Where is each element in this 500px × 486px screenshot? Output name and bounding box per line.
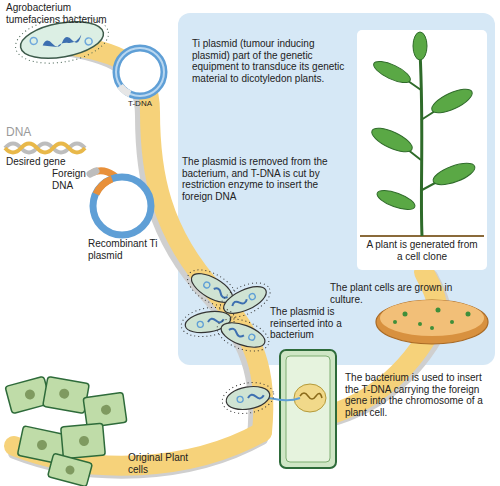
bacteria-cluster xyxy=(218,318,268,353)
ti-plasmid xyxy=(116,48,164,96)
bacteria-cluster xyxy=(248,333,256,341)
process-label: Ti plasmid (tumour inducing plasmid) par… xyxy=(192,38,352,84)
process-label: Desired gene xyxy=(6,156,86,168)
process-label: Recombinant Ti plasmid xyxy=(88,238,168,261)
bacteria-cluster xyxy=(179,262,275,357)
recombinant-plasmid xyxy=(93,177,151,235)
ti-plasmid xyxy=(120,86,130,94)
bacteria-cluster xyxy=(197,321,204,328)
blue-panel xyxy=(178,13,495,365)
infected-plant-cell xyxy=(286,356,330,462)
original-plant-cells xyxy=(83,392,127,427)
bacteria-cluster xyxy=(203,281,211,289)
petri-dish xyxy=(436,308,441,313)
agrobacterium xyxy=(30,37,38,45)
original-plant-cells xyxy=(48,453,93,486)
process-label: The plant cells are grown in culture. xyxy=(330,282,480,305)
plant-drawing xyxy=(360,235,484,237)
plant-box: A plant is generated from a cell clone xyxy=(357,30,487,270)
original-plant-cells xyxy=(43,377,90,414)
original-plant-cells xyxy=(58,388,70,400)
petri-dish xyxy=(376,300,488,344)
infected-plant-cell xyxy=(248,393,265,401)
process-label: Original Plant cells xyxy=(128,452,192,475)
process-label: Agrobacterium tumefaciens bacterium xyxy=(6,2,126,25)
petri-dish xyxy=(418,322,422,326)
bacteria-cluster xyxy=(248,293,256,301)
infected-plant-cell xyxy=(237,396,244,403)
infected-plant-cell xyxy=(220,350,336,468)
infected-plant-cell xyxy=(220,379,276,418)
bacteria-cluster xyxy=(228,328,245,338)
original-plant-cells xyxy=(83,392,127,427)
petri-dish xyxy=(466,312,471,317)
original-plant-cells xyxy=(61,423,106,459)
petri-dish xyxy=(380,300,484,336)
petri-dish xyxy=(393,320,397,324)
process-label: The plasmid is removed from the bacteriu… xyxy=(182,156,350,202)
agrobacterium xyxy=(85,37,93,45)
original-plant-cells xyxy=(48,453,93,486)
dna-helix xyxy=(5,144,85,153)
infected-plant-cell xyxy=(280,350,336,468)
process-label: DNA xyxy=(6,126,46,140)
petri-dish xyxy=(403,312,408,317)
process-label: The bacterium is used to insert the T-DN… xyxy=(345,372,497,418)
original-plant-cells xyxy=(5,376,127,486)
infected-plant-cell xyxy=(268,398,300,400)
process-label: T-DNA xyxy=(128,99,168,108)
original-plant-cells xyxy=(24,388,36,400)
plant-drawing xyxy=(420,52,422,236)
dna-helix xyxy=(5,144,85,153)
infected-plant-cell xyxy=(224,383,271,412)
plant-drawing xyxy=(398,74,448,190)
infected-plant-cell xyxy=(300,393,322,399)
plant-drawing xyxy=(375,187,417,214)
original-plant-cells xyxy=(64,464,75,475)
original-plant-cells xyxy=(100,404,111,415)
original-plant-cells xyxy=(79,435,90,446)
bacteria-cluster xyxy=(213,313,273,358)
bacteria-cluster xyxy=(231,297,248,308)
recombinant-plasmid xyxy=(96,179,112,194)
original-plant-cells xyxy=(61,423,106,459)
ti-plasmid xyxy=(116,48,164,96)
agrobacterium xyxy=(42,35,83,50)
plant-drawing xyxy=(360,32,484,236)
process-label: The plasmid is reinserted into a bacteri… xyxy=(270,306,354,341)
petri-dish xyxy=(430,326,434,330)
original-plant-cells xyxy=(36,439,48,451)
ti-plasmid xyxy=(116,48,164,96)
plant-drawing xyxy=(431,159,478,189)
bacteria-cluster xyxy=(208,317,225,325)
foreign-dna xyxy=(90,171,96,174)
plant-drawing xyxy=(369,123,416,156)
plant-drawing xyxy=(429,84,476,117)
bacteria-cluster xyxy=(213,313,273,358)
node-caption: A plant is generated from a cell clone xyxy=(365,239,479,262)
petri-dish xyxy=(450,320,454,324)
petri-dish xyxy=(376,300,488,344)
plant-drawing xyxy=(371,57,413,87)
infected-plant-cell xyxy=(220,379,276,418)
recombinant-plasmid xyxy=(93,177,151,235)
bacteria-cluster xyxy=(220,281,270,319)
bacteria-cluster xyxy=(212,287,228,299)
dna-helix xyxy=(5,144,85,153)
original-plant-cells xyxy=(43,377,90,414)
process-band xyxy=(62,44,263,432)
process-label: Foreign DNA xyxy=(52,168,92,191)
plant-drawing xyxy=(413,32,427,60)
